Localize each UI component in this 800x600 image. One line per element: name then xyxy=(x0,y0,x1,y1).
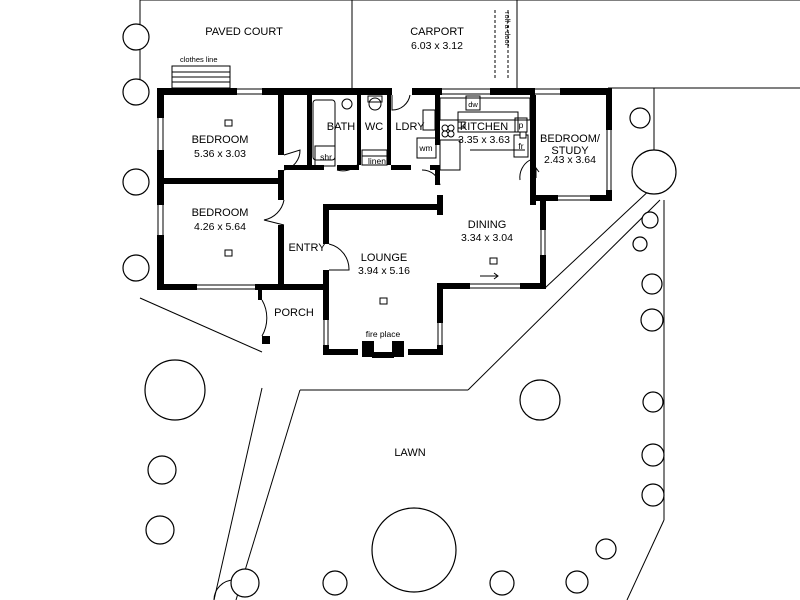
washing-machine-label: wm xyxy=(418,143,432,153)
tree-icon xyxy=(629,107,651,129)
lounge-label: LOUNGE xyxy=(361,252,407,264)
tree-icon xyxy=(122,254,150,282)
wc-label: WC xyxy=(365,121,383,133)
fixtures xyxy=(224,95,540,305)
laundry-label: LDRY xyxy=(395,121,425,133)
tree-icon xyxy=(641,443,665,467)
tree-icon xyxy=(595,538,617,560)
study-label-2: STUDY xyxy=(551,145,589,157)
roll-a-door-label: roll-a-door xyxy=(503,12,512,47)
kitchen-label: KITCHEN xyxy=(460,121,508,133)
kitchen-dimensions: 3.35 x 3.63 xyxy=(458,134,510,146)
tree-icon xyxy=(147,455,177,485)
bedroom-1-dimensions: 5.36 x 3.03 xyxy=(194,148,246,160)
clothes-line-label: clothes line xyxy=(180,55,218,64)
doors xyxy=(261,94,531,337)
carport-label: CARPORT xyxy=(410,26,464,38)
tree-icon xyxy=(641,211,659,229)
roll-a-door: roll-a-door xyxy=(494,10,512,80)
tree-icon xyxy=(641,273,663,295)
tree-icon xyxy=(489,570,515,596)
fireplace-label: fire place xyxy=(366,329,401,339)
pantry-label: p xyxy=(519,120,524,130)
tree-icon xyxy=(145,515,175,545)
walls xyxy=(157,88,612,358)
dining-dimensions: 3.34 x 3.04 xyxy=(461,232,513,244)
dining-label: DINING xyxy=(468,219,507,231)
tree-icon xyxy=(631,149,677,195)
lawn-label: LAWN xyxy=(394,447,425,459)
bedroom-2-label: BEDROOM xyxy=(192,207,249,219)
tree-icon xyxy=(565,570,589,594)
lounge-dimensions: 3.94 x 5.16 xyxy=(358,265,410,277)
tree-icon xyxy=(122,168,150,196)
tree-icon xyxy=(230,568,260,598)
entry-label: ENTRY xyxy=(288,242,326,254)
bedroom-1-label: BEDROOM xyxy=(192,134,249,146)
linen-label: linen xyxy=(368,156,386,166)
shower-label: shr xyxy=(320,152,332,162)
clothes-line: clothes line xyxy=(171,55,231,89)
study-label: BEDROOM/ xyxy=(540,133,601,145)
tree-icon xyxy=(519,379,561,421)
tree-icon xyxy=(371,507,457,593)
room-labels: PAVED COURT CARPORT 6.03 x 3.12 BATH shr… xyxy=(192,26,601,459)
fridge-label: fr xyxy=(518,141,523,151)
tree-icon xyxy=(122,78,150,106)
tree-icon xyxy=(144,359,206,421)
dishwasher-label: dw xyxy=(468,100,478,109)
boundary-lines xyxy=(139,0,800,600)
carport-dimensions: 6.03 x 3.12 xyxy=(411,40,463,52)
study-dimensions: 2.43 x 3.64 xyxy=(544,154,596,166)
bedroom-2-dimensions: 4.26 x 5.64 xyxy=(194,221,246,233)
tree-icon xyxy=(642,391,664,413)
tree-icon xyxy=(322,570,348,596)
bath-label: BATH xyxy=(327,121,356,133)
paved-court-label: PAVED COURT xyxy=(205,26,283,38)
windows xyxy=(157,88,612,355)
tree-icon xyxy=(632,236,648,252)
tree-icon xyxy=(641,483,665,507)
trees xyxy=(122,23,677,598)
porch-label: PORCH xyxy=(274,307,314,319)
tree-icon xyxy=(122,23,150,51)
tree-icon xyxy=(640,308,664,332)
